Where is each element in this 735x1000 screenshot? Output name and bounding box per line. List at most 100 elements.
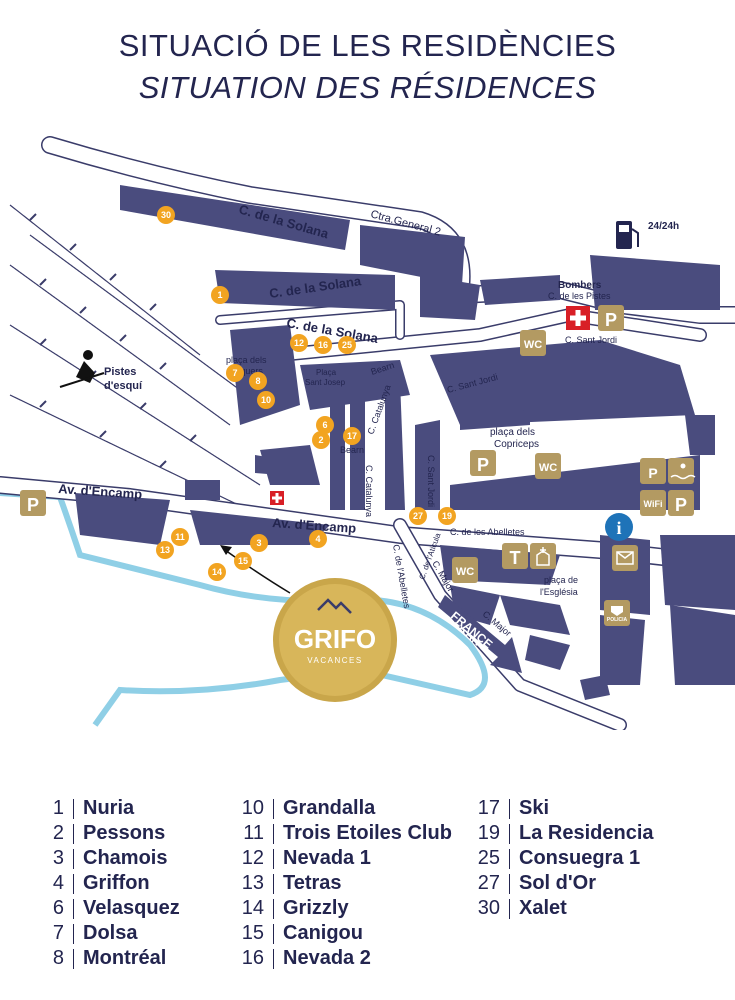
label-pistes-esqui-2: d'esquí xyxy=(104,380,143,392)
residence-marker-1[interactable]: 1 xyxy=(211,286,229,304)
residence-marker-6[interactable]: 6 xyxy=(316,416,334,434)
svg-text:P: P xyxy=(675,495,687,515)
legend-number: 16 xyxy=(241,947,264,969)
parking-icon: P xyxy=(470,450,496,476)
svg-text:13: 13 xyxy=(160,545,170,555)
label-sant-jordi: C. Sant Jordi xyxy=(565,335,617,345)
residence-marker-16[interactable]: 16 xyxy=(314,336,332,354)
residence-marker-17[interactable]: 17 xyxy=(343,427,361,445)
police-icon: POLICIA xyxy=(604,600,630,626)
svg-text:27: 27 xyxy=(413,511,423,521)
svg-text:15: 15 xyxy=(238,556,248,566)
legend-name: Velasquez xyxy=(83,897,180,919)
residence-marker-25[interactable]: 25 xyxy=(338,336,356,354)
legend-name: Pessons xyxy=(83,822,166,844)
wc-icon: WC xyxy=(452,557,478,583)
svg-text:10: 10 xyxy=(261,395,271,405)
legend-name: Montréal xyxy=(83,947,167,969)
legend-item: 6 Velasquez xyxy=(30,896,180,921)
taxi-icon: T xyxy=(502,543,528,569)
label-bombers: Bombers xyxy=(558,280,602,291)
svg-text:6: 6 xyxy=(322,420,327,430)
legend-number: 30 xyxy=(477,897,500,919)
svg-text:POLICIA: POLICIA xyxy=(607,617,628,623)
label-copriceps-2: Copriceps xyxy=(494,439,539,450)
legend-name: La Residencia xyxy=(519,822,654,844)
legend-number: 14 xyxy=(241,897,264,919)
first-aid-icon xyxy=(566,306,590,330)
label-catalunya-2: C. Catalunya xyxy=(364,465,374,517)
label-vaquers: plaça dels xyxy=(226,355,267,365)
residence-marker-4[interactable]: 4 xyxy=(309,530,327,548)
title-catalan: SITUACIÓ DE LES RESIDÈNCIES xyxy=(118,28,617,63)
label-encamp-2: Av. d'Encamp xyxy=(272,515,357,536)
legend-number: 1 xyxy=(52,797,64,819)
legend-name: Griffon xyxy=(83,872,150,894)
legend-number: 10 xyxy=(241,797,264,819)
residence-marker-30[interactable]: 30 xyxy=(157,206,175,224)
label-abelletes: C. de les Abelletes xyxy=(450,527,525,537)
svg-text:GRIFO: GRIFO xyxy=(294,624,376,654)
legend-number: 19 xyxy=(477,822,500,844)
pointer-arrow-head xyxy=(220,545,232,555)
legend-number: 8 xyxy=(52,947,64,969)
svg-text:WiFi: WiFi xyxy=(644,499,663,509)
svg-text:4: 4 xyxy=(315,534,320,544)
residence-marker-13[interactable]: 13 xyxy=(156,541,174,559)
legend-name: Nuria xyxy=(83,797,135,819)
legend-name: Nevada 1 xyxy=(283,847,371,869)
legend-number: 27 xyxy=(477,872,500,894)
svg-text:P: P xyxy=(605,310,617,330)
legend-number: 4 xyxy=(52,872,64,894)
title-french: SITUATION DES RÉSIDENCES xyxy=(138,70,597,105)
label-encamp-1: Av. d'Encamp xyxy=(58,481,143,502)
legend-name: Canigou xyxy=(283,922,363,944)
svg-text:16: 16 xyxy=(318,340,328,350)
label-vaquers-2: Vaquers xyxy=(230,366,263,376)
svg-text:25: 25 xyxy=(342,340,352,350)
legend-item: 25 Consuegra 1 xyxy=(466,846,654,871)
svg-text:i: i xyxy=(616,518,621,538)
svg-text:WC: WC xyxy=(524,339,542,351)
svg-text:VACANCES: VACANCES xyxy=(307,656,362,665)
village-map[interactable]: Ctra.General 2 C. de la Solana C. de la … xyxy=(0,125,735,730)
residence-marker-15[interactable]: 15 xyxy=(234,552,252,570)
france-arrow xyxy=(438,595,522,673)
residence-marker-12[interactable]: 12 xyxy=(290,334,308,352)
residence-marker-14[interactable]: 14 xyxy=(208,563,226,581)
residence-marker-8[interactable]: 8 xyxy=(249,372,267,390)
residence-marker-27[interactable]: 27 xyxy=(409,507,427,525)
campervan-parking-icon: P xyxy=(640,458,666,484)
svg-text:WC: WC xyxy=(539,462,557,474)
svg-text:14: 14 xyxy=(212,567,222,577)
residence-marker-10[interactable]: 10 xyxy=(257,391,275,409)
swimming-pool-icon xyxy=(668,458,696,484)
residence-marker-3[interactable]: 3 xyxy=(250,534,268,552)
legend-number: 6 xyxy=(52,897,64,919)
residence-marker-11[interactable]: 11 xyxy=(171,528,189,546)
legend-number: 2 xyxy=(52,822,64,844)
legend-name: Sol d'Or xyxy=(519,872,596,894)
svg-text:P: P xyxy=(648,465,657,481)
legend-item: 4 Griffon xyxy=(30,871,180,896)
residence-marker-7[interactable]: 7 xyxy=(226,364,244,382)
buildings xyxy=(75,185,735,700)
legend-number: 11 xyxy=(243,822,264,844)
legend-name: Consuegra 1 xyxy=(519,847,641,869)
legend-number: 3 xyxy=(52,847,64,869)
residence-marker-19[interactable]: 19 xyxy=(438,507,456,525)
svg-text:WC: WC xyxy=(456,566,474,578)
svg-text:P: P xyxy=(477,455,489,475)
legend-number: 7 xyxy=(52,922,64,944)
residence-marker-2[interactable]: 2 xyxy=(312,431,330,449)
legend-number: 25 xyxy=(477,847,500,869)
